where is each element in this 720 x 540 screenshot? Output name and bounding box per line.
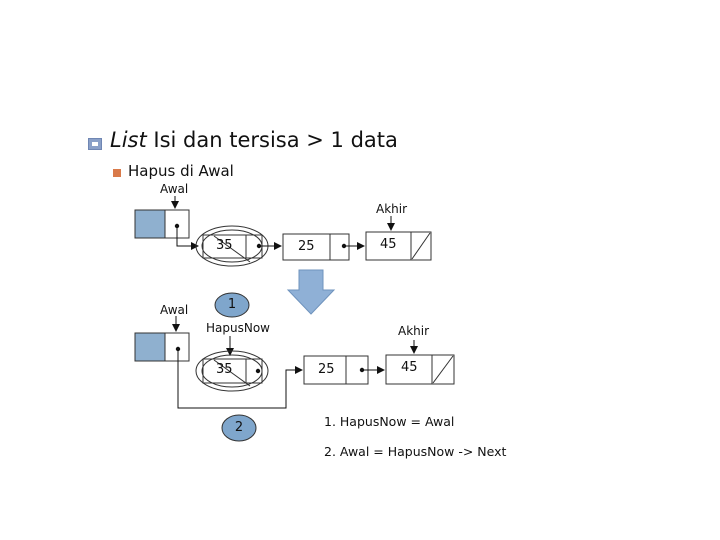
badge-1 [214, 292, 250, 318]
bottom-awal-label: Awal [160, 303, 189, 317]
bottom-node-35-next [245, 358, 263, 384]
top-node-25-data [282, 233, 331, 261]
heading-bullet-icon [88, 138, 102, 150]
bottom-akhir-label: Akhir [398, 324, 430, 338]
bottom-node-45-value: 45 [401, 360, 418, 375]
bottom-node-25-value: 25 [318, 362, 335, 377]
transition-arrow [286, 269, 336, 315]
top-awal-label: Awal [160, 182, 189, 196]
badge-2-label: 2 [234, 420, 244, 435]
top-akhir-label: Akhir [376, 202, 408, 216]
badge-1-label: 1 [227, 297, 237, 312]
top-node-45-value: 45 [380, 237, 397, 252]
top-awal-pointer-box [134, 209, 166, 239]
bottom-node-45-data [385, 354, 433, 385]
bottom-awal-pointer-cell [164, 332, 190, 362]
step-2: 2. Awal = HapusNow -> Next [324, 444, 507, 459]
top-node-35-value: 35 [216, 238, 233, 253]
bottom-node-25-data [303, 355, 347, 385]
slide-heading: List Isi dan tersisa > 1 data [110, 128, 398, 152]
subheading: Hapus di Awal [128, 162, 234, 180]
top-node-25-value: 25 [298, 239, 315, 254]
sub-bullet-icon [113, 169, 121, 177]
top-node-45-data [365, 231, 412, 261]
heading-rest: Isi dan tersisa > 1 data [146, 128, 398, 152]
top-node-25-next [329, 233, 350, 261]
hapusnow-label: HapusNow [206, 321, 270, 335]
step-1: 1. HapusNow = Awal [324, 414, 455, 429]
badge-2 [221, 414, 257, 442]
bottom-node-35-value: 35 [216, 362, 233, 377]
heading-italic: List [110, 128, 147, 152]
bottom-awal-pointer-box [134, 332, 166, 362]
